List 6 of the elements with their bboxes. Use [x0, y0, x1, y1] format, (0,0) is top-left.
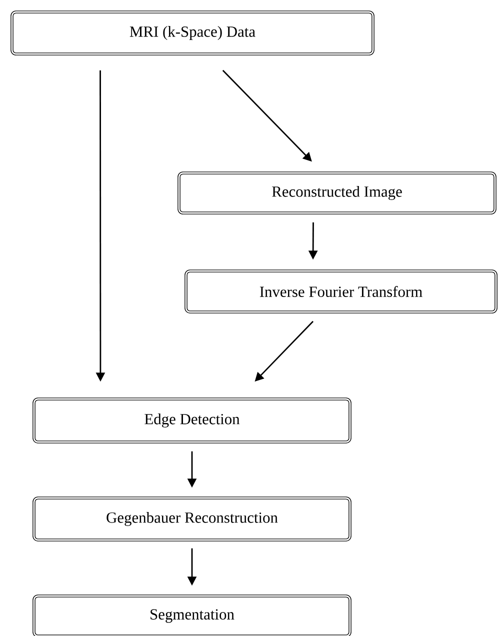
process-box: Gegenbauer Reconstruction [32, 496, 352, 542]
process-box: Reconstructed Image [178, 172, 496, 214]
process-box: Edge Detection [32, 398, 352, 444]
process-box: Segmentation [32, 594, 352, 636]
process-box: Inverse Fourier Transform [184, 270, 498, 314]
process-box: MRI (k-Space) Data [10, 10, 374, 56]
